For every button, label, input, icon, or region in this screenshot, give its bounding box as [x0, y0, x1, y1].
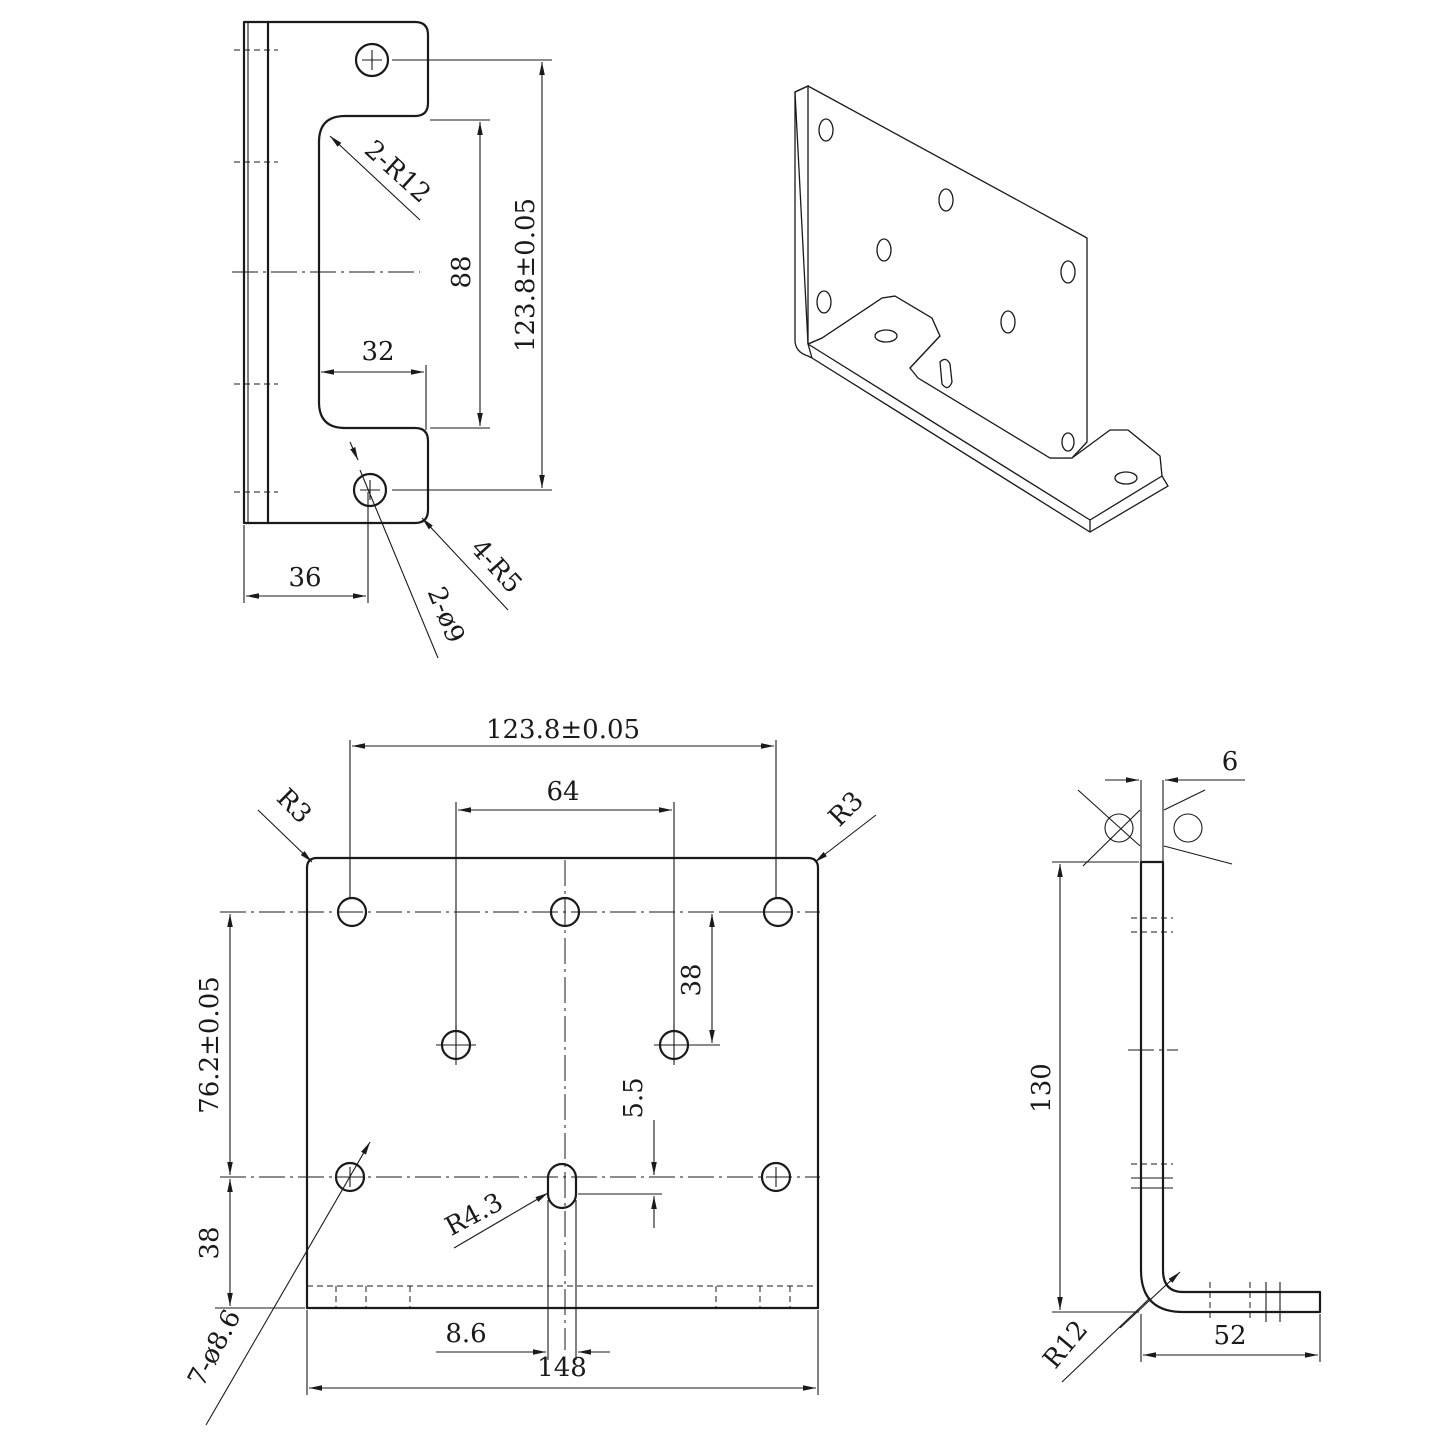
top-dim-total-height-label: 123.8±0.05	[511, 198, 541, 352]
top-label-holes: 2-ø9	[421, 583, 470, 648]
top-leader-slot-radius: 2-R12	[329, 135, 436, 221]
top-hole-upper	[354, 42, 390, 78]
iso-vertical-plate	[794, 84, 1088, 459]
front-dim-slot-width: 8.6	[436, 1319, 610, 1355]
front-dim-total-width-label: 148	[537, 1353, 587, 1383]
side-dim-height: 130	[1027, 861, 1139, 1313]
front-label-holes: 7-ø8.6	[182, 1305, 247, 1392]
front-outline	[305, 856, 820, 1310]
side-thickness-symbols	[1077, 789, 1233, 867]
side-dim-foot: 52	[1140, 1314, 1321, 1362]
front-dim-top-span: 123.8±0.05	[349, 715, 777, 898]
front-dim-vertical-span-label: 76.2±0.05	[195, 976, 225, 1114]
top-hole-lower	[352, 472, 388, 508]
side-dim-foot-label: 52	[1213, 1321, 1246, 1351]
front-dim-bottom-offset: 38	[195, 1179, 305, 1309]
front-label-slot-radius: R4.3	[440, 1187, 508, 1242]
front-hole-bottom-right	[760, 1161, 792, 1193]
front-dim-vertical-span: 76.2±0.05	[195, 914, 233, 1175]
side-view: 6 130 52 R12	[1027, 747, 1322, 1383]
front-dim-inner-drop: 38	[677, 911, 780, 1046]
front-centerlines	[220, 860, 820, 1350]
front-dim-total-width: 148	[306, 1310, 819, 1395]
top-dim-slot-depth: 32	[321, 337, 427, 430]
top-dim-slot-depth-label: 32	[361, 337, 394, 367]
front-dim-inner-span-label: 64	[546, 777, 579, 807]
front-dim-slot-offset-label: 5.5	[619, 1077, 649, 1118]
front-hole-mid-left	[436, 1025, 476, 1065]
top-dim-slot-height: 88	[430, 119, 490, 429]
front-dim-bottom-offset-label: 38	[195, 1226, 225, 1259]
iso-holes	[816, 118, 1138, 485]
top-dim-total-height: 123.8±0.05	[392, 59, 552, 491]
front-dim-slot-offset: 5.5	[578, 1077, 662, 1228]
front-holes	[334, 896, 794, 1193]
top-dim-hole-offset: 36	[243, 492, 369, 603]
side-leader-bend-radius: R12	[1037, 1271, 1181, 1383]
side-label-bend-radius: R12	[1037, 1315, 1094, 1375]
front-dim-top-span-label: 123.8±0.05	[486, 715, 640, 745]
front-leader-slot-radius: R4.3	[440, 1187, 549, 1249]
front-leader-holes: 7-ø8.6	[182, 1141, 371, 1426]
front-label-corner-left: R3	[270, 783, 317, 830]
front-leader-corner-left: R3	[257, 783, 317, 863]
top-view-outline	[232, 20, 430, 525]
isometric-view	[794, 84, 1169, 533]
front-leader-corner-right: R3	[814, 786, 877, 863]
front-hole-mid-right	[654, 1025, 694, 1065]
top-view: 123.8±0.05 88 32 36 2-R12 4-R5	[232, 20, 552, 659]
side-dim-thickness-label: 6	[1222, 747, 1239, 777]
front-dim-slot-width-label: 8.6	[445, 1319, 486, 1349]
front-slot	[546, 1162, 578, 1360]
top-label-corner-radius: 4-R5	[464, 534, 527, 600]
side-dim-height-label: 130	[1027, 1063, 1057, 1113]
side-outline	[1128, 780, 1322, 1322]
front-dim-inner-drop-label: 38	[677, 963, 707, 996]
top-dim-hole-offset-label: 36	[288, 563, 321, 593]
front-dim-inner-span: 64	[455, 777, 675, 1030]
side-dim-thickness: 6	[1105, 747, 1245, 783]
top-dim-slot-height-label: 88	[447, 255, 477, 288]
front-view: 123.8±0.05 64 76.2±0.05 38 38 5.5	[182, 715, 877, 1426]
